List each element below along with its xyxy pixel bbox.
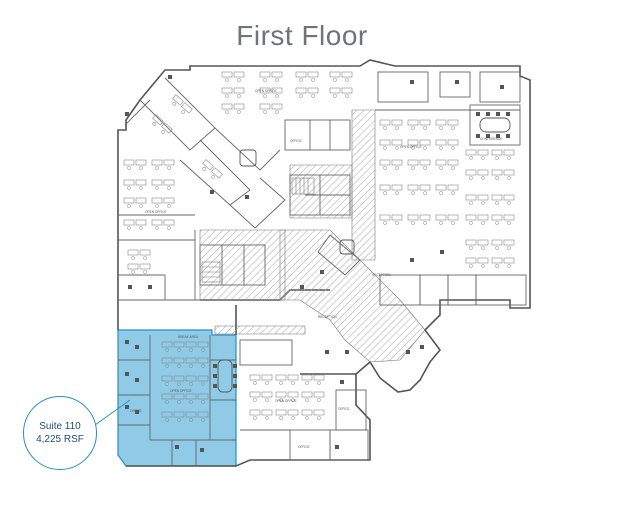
suite-110-highlight[interactable] xyxy=(117,329,237,467)
room-label-reception-2: RECEPTION xyxy=(318,315,337,319)
room-label-suite-office: OFFICE xyxy=(130,409,142,413)
room-label-open-office-right: OPEN OFFICE xyxy=(400,145,422,149)
room-label-break-area: BREAK AREA xyxy=(178,335,199,339)
room-label-open-office-left: OPEN OFFICE xyxy=(145,210,167,214)
suite-area: 4,225 RSF xyxy=(36,434,84,445)
suite-name: Suite 110 xyxy=(39,421,81,432)
room-label-open-office: OPEN OFFICE xyxy=(255,89,277,93)
room-labels: OPEN OFFICE OPEN OFFICE OPEN OFFICE OPEN… xyxy=(130,89,502,449)
room-label-open-office-bottom: OPEN OFFICE xyxy=(275,399,297,403)
room-label-reception: RECEPTION xyxy=(372,273,391,277)
suite-callout-leader xyxy=(94,399,131,426)
suite-110-callout[interactable]: Suite 110 4,225 RSF xyxy=(23,396,97,470)
room-label-conference: CONFERENCE xyxy=(480,137,502,141)
room-label-office: OFFICE xyxy=(290,139,302,143)
page-title: First Floor xyxy=(236,20,368,51)
conference-tables xyxy=(217,117,511,393)
corridor-hatch xyxy=(199,109,426,363)
room-label-office-right: OFFICE xyxy=(338,407,350,411)
stair-core xyxy=(201,177,315,283)
room-label-office-bottom: OFFICE xyxy=(298,445,310,449)
room-label-suite-open-office: OPEN OFFICE xyxy=(170,389,192,393)
interior-partitions xyxy=(118,71,527,466)
